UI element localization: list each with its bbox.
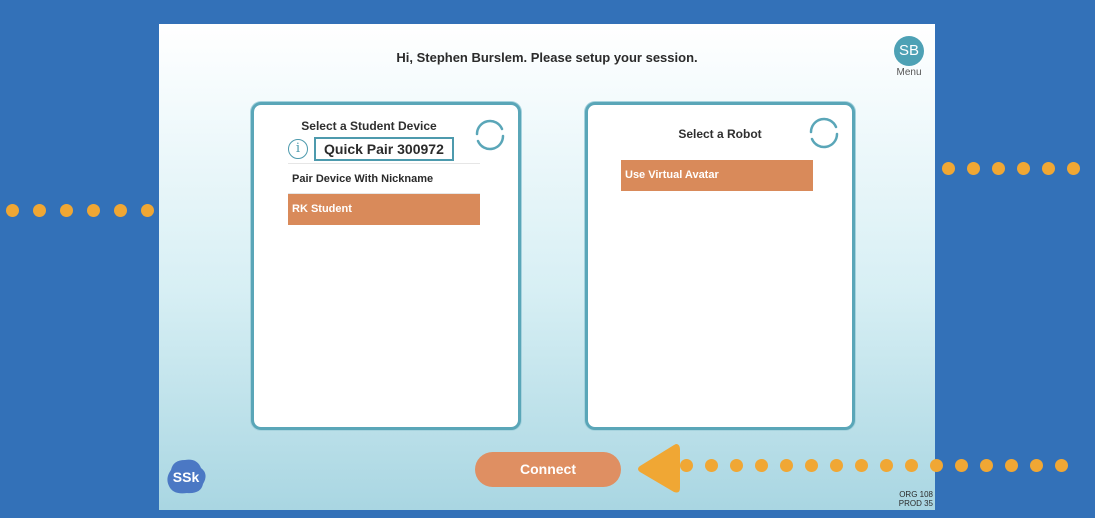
student-device-panel: Select a Student Device i Quick Pair 300… xyxy=(251,102,521,430)
annotation-dot xyxy=(855,459,868,472)
annotation-dot xyxy=(805,459,818,472)
list-item-pair-device-with-nickname[interactable]: Pair Device With Nickname xyxy=(288,163,480,194)
menu-button[interactable]: SB Menu xyxy=(891,36,927,78)
student-panel-title: Select a Student Device xyxy=(301,119,437,133)
quick-pair-code[interactable]: Quick Pair 300972 xyxy=(314,137,454,161)
annotation-dot xyxy=(880,459,893,472)
annotation-dot xyxy=(33,204,46,217)
annotation-dot xyxy=(1055,459,1068,472)
avatar[interactable]: SB xyxy=(894,36,924,66)
prod-line: PROD 35 xyxy=(898,499,933,508)
info-icon[interactable]: i xyxy=(288,139,308,159)
annotation-dot xyxy=(780,459,793,472)
annotation-dot xyxy=(1067,162,1080,175)
session-setup-window: Hi, Stephen Burslem. Please setup your s… xyxy=(159,24,935,510)
logo-text: SSk xyxy=(173,469,200,485)
list-item-use-virtual-avatar[interactable]: Use Virtual Avatar xyxy=(621,160,813,191)
refresh-icon[interactable] xyxy=(806,115,842,151)
refresh-icon[interactable] xyxy=(472,117,508,153)
annotation-dot xyxy=(705,459,718,472)
annotation-dot xyxy=(141,204,154,217)
annotation-dot xyxy=(830,459,843,472)
robot-list: Use Virtual Avatar xyxy=(621,160,813,191)
ssk-logo: SSk xyxy=(167,459,206,494)
annotation-dot xyxy=(930,459,943,472)
annotation-dot xyxy=(955,459,968,472)
robot-panel: Select a Robot Use Virtual Avatar xyxy=(585,102,855,430)
annotation-dot xyxy=(992,162,1005,175)
annotation-dot xyxy=(87,204,100,217)
annotation-dot xyxy=(730,459,743,472)
annotation-dot xyxy=(6,204,19,217)
annotation-dot xyxy=(60,204,73,217)
annotation-dot xyxy=(1030,459,1043,472)
annotation-dots-bottom xyxy=(680,459,1068,472)
annotation-dot xyxy=(1017,162,1030,175)
annotation-dot xyxy=(1042,162,1055,175)
annotation-dot xyxy=(905,459,918,472)
list-item-rk-student[interactable]: RK Student xyxy=(288,194,480,225)
student-device-list: Pair Device With Nickname RK Student xyxy=(288,163,480,225)
annotation-dot xyxy=(755,459,768,472)
page-title: Hi, Stephen Burslem. Please setup your s… xyxy=(396,50,698,65)
annotation-dot xyxy=(114,204,127,217)
robot-panel-title: Select a Robot xyxy=(678,127,762,141)
quick-pair-row: i Quick Pair 300972 xyxy=(288,137,454,161)
annotation-dots-left xyxy=(6,204,181,217)
org-info: ORG 108 PROD 35 xyxy=(899,490,933,508)
menu-label[interactable]: Menu xyxy=(896,67,922,78)
annotation-dot xyxy=(680,459,693,472)
arrow-left-icon xyxy=(638,444,680,493)
annotation-dot xyxy=(967,162,980,175)
connect-button[interactable]: Connect xyxy=(475,452,621,487)
annotation-dot xyxy=(980,459,993,472)
annotation-dot xyxy=(942,162,955,175)
annotation-dot xyxy=(1005,459,1018,472)
org-line: ORG 108 xyxy=(899,490,933,499)
